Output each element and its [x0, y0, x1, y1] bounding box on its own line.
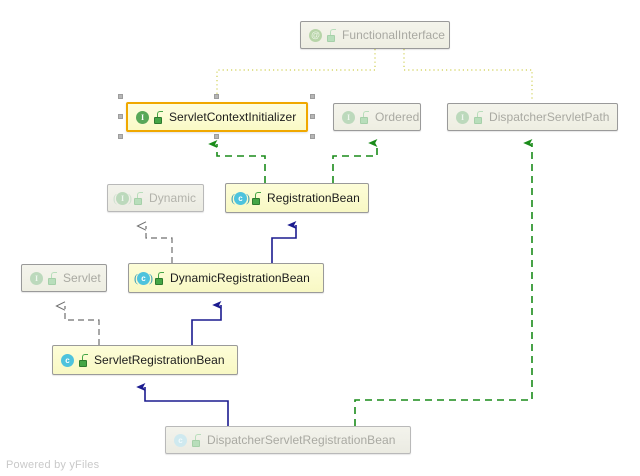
node-label: Ordered [375, 110, 420, 124]
interface-icon: I [29, 271, 44, 286]
selection-handle-s[interactable] [214, 134, 219, 139]
node-ordered[interactable]: I Ordered [333, 103, 421, 131]
edge-extends-dynamicregistrationbean-registrationbean [271, 220, 297, 263]
annotation-icon: @ [308, 28, 323, 43]
node-label: Servlet [63, 271, 101, 285]
unlocked-padlock-icon [133, 191, 144, 205]
node-label: DispatcherServletRegistrationBean [207, 433, 396, 447]
edge-implements-dispatcherservletregistrationbean-dispatcherservletpath [354, 138, 533, 426]
node-functional-interface[interactable]: @ FunctionalInterface [300, 21, 450, 49]
interface-icon: I [135, 110, 150, 125]
node-servlet-registration-bean[interactable]: c ServletRegistrationBean [52, 345, 238, 375]
edge-annotation-functionalinterface-dispatcherservletpath [403, 49, 533, 101]
interface-icon: I [341, 110, 356, 125]
node-label: ServletContextInitializer [169, 110, 297, 124]
unlocked-padlock-icon [251, 191, 262, 205]
node-label: ServletRegistrationBean [94, 353, 225, 367]
edge-external-servletregistrationbean-servlet [55, 301, 100, 345]
node-registration-bean[interactable]: ( c ) RegistrationBean [225, 183, 369, 213]
yfiles-watermark: Powered by yFiles [6, 459, 100, 471]
selection-handle-n[interactable] [214, 94, 219, 99]
edge-implements-registrationbean-ordered [332, 138, 378, 183]
node-label: Dynamic [149, 191, 197, 205]
node-label: DispatcherServletPath [489, 110, 610, 124]
class-icon: c [173, 433, 188, 448]
selection-handle-ne[interactable] [310, 94, 315, 99]
selection-handle-nw[interactable] [118, 94, 123, 99]
node-label: FunctionalInterface [342, 28, 446, 42]
unlocked-padlock-icon [473, 110, 484, 124]
node-dispatcher-servlet-registration-bean[interactable]: c DispatcherServletRegistrationBean [165, 426, 411, 454]
selection-handle-sw[interactable] [118, 134, 123, 139]
unlocked-padlock-icon [47, 271, 58, 285]
unlocked-padlock-icon [359, 110, 370, 124]
node-servlet-context-initializer[interactable]: I ServletContextInitializer [126, 102, 308, 132]
node-dynamic-registration-bean[interactable]: ( c ) DynamicRegistrationBean [128, 263, 324, 293]
edge-extends-dispatcherservletregistrationbean-servletregistrationbean [136, 382, 229, 426]
node-servlet[interactable]: I Servlet [21, 264, 107, 292]
edge-extends-servletregistrationbean-dynamicregistrationbean [191, 300, 222, 345]
unlocked-padlock-icon [326, 28, 337, 42]
unlocked-padlock-icon [154, 271, 165, 285]
unlocked-padlock-icon [78, 353, 89, 367]
edge-implements-registrationbean-servletcontextinitializer [208, 139, 266, 183]
edge-external-dynamicregistrationbean-dynamic [136, 221, 173, 263]
node-label: RegistrationBean [267, 191, 360, 205]
node-label: DynamicRegistrationBean [170, 271, 310, 285]
selection-handle-se[interactable] [310, 134, 315, 139]
class-icon: c [60, 353, 75, 368]
edge-annotation-functionalinterface-servletcontextinitializer [216, 49, 376, 100]
node-dynamic[interactable]: ( I ) Dynamic [107, 184, 204, 212]
interface-icon: ( I ) [113, 190, 132, 205]
interface-icon: I [455, 110, 470, 125]
unlocked-padlock-icon [153, 110, 164, 124]
node-dispatcher-servlet-path[interactable]: I DispatcherServletPath [447, 103, 618, 131]
class-icon: ( c ) [134, 270, 153, 285]
selection-handle-w[interactable] [118, 114, 123, 119]
class-icon: ( c ) [231, 190, 250, 205]
unlocked-padlock-icon [191, 433, 202, 447]
selection-handle-e[interactable] [310, 114, 315, 119]
